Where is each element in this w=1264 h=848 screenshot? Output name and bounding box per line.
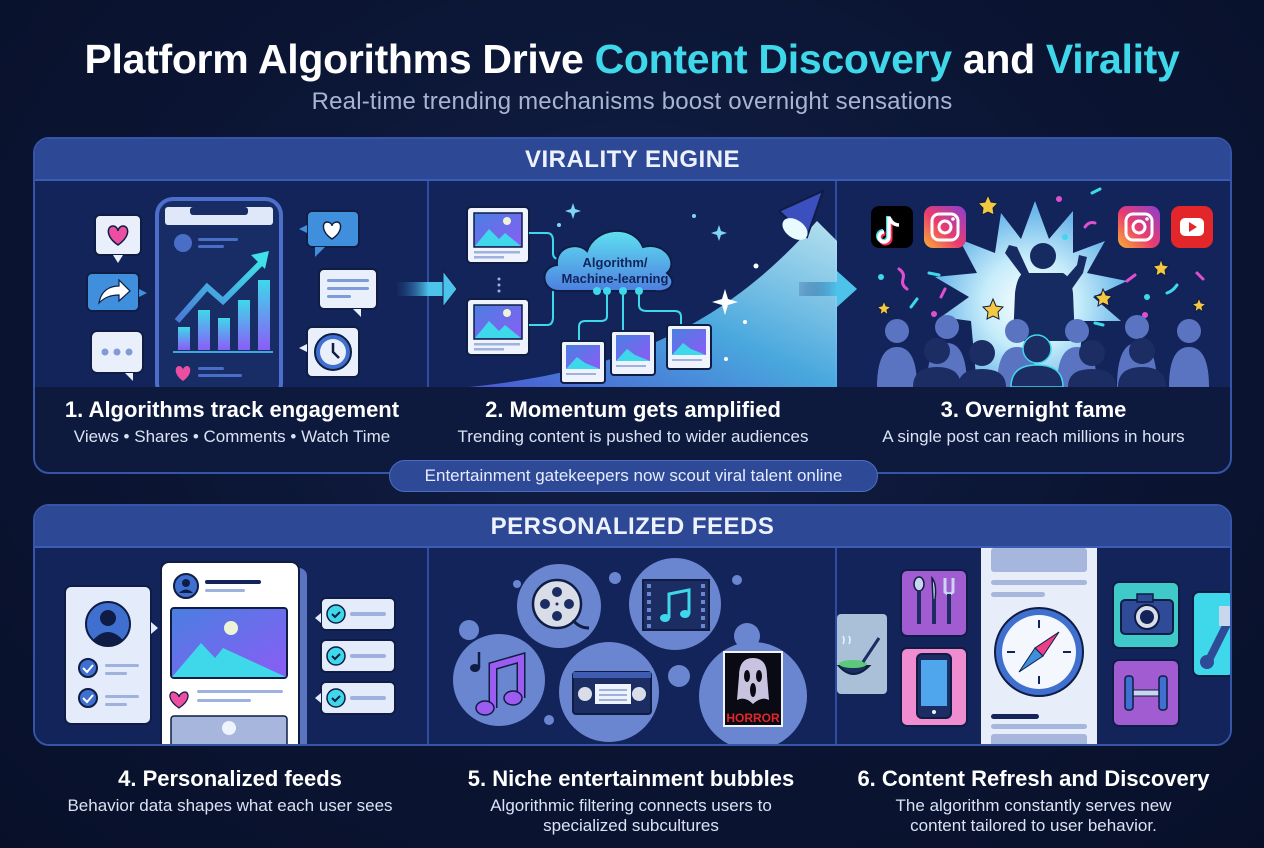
step-desc: content tailored to user behavior. — [910, 816, 1157, 835]
star-icon — [875, 193, 1208, 320]
step-4-label: 4. Personalized feeds Behavior data shap… — [33, 766, 427, 836]
cloud-label: Machine-learning — [562, 271, 669, 286]
step-desc: A single post can reach millions in hour… — [882, 427, 1185, 446]
step-6-label: 6. Content Refresh and Discovery The alg… — [835, 766, 1232, 836]
title-part: Platform Algorithms Drive — [84, 36, 595, 82]
clock-bubble-icon — [299, 326, 360, 378]
momentum-illustration: Algorithm/ Machine-learning — [429, 189, 837, 387]
instagram-icon — [1118, 206, 1160, 248]
page-title: Platform Algorithms Drive Content Discov… — [0, 36, 1264, 83]
personalized-feeds-section: PERSONALIZED FEEDS — [33, 504, 1232, 746]
title-highlight: Virality — [1045, 36, 1180, 82]
cloud-label: Algorithm/ — [583, 255, 648, 270]
step-title: 2. Momentum gets amplified — [485, 397, 781, 422]
feeds-illustration — [64, 561, 396, 744]
step-desc: Views • Shares • Comments • Watch Time — [73, 427, 391, 446]
flow-arrow-icon — [429, 269, 458, 309]
image-card-icon — [560, 340, 606, 384]
panel-track-engagement — [35, 181, 429, 401]
comment-bubble-icon — [318, 268, 378, 317]
check-item-icon — [320, 639, 396, 673]
image-card-icon — [610, 330, 656, 376]
step-desc: Trending content is pushed to wider audi… — [457, 427, 809, 446]
vhs-tape-icon — [559, 642, 659, 742]
share-bubble-icon — [86, 272, 147, 312]
spotlight-icon — [777, 189, 825, 240]
small-bubbles — [459, 572, 760, 725]
like-bubble-icon — [299, 210, 360, 257]
panel-momentum: Algorithm/ Machine-learning — [429, 181, 837, 387]
fame-illustration — [837, 187, 1213, 388]
page-subtitle: Real-time trending mechanisms boost over… — [311, 88, 953, 115]
celebrating-person-icon — [1005, 243, 1087, 341]
flow-arrow-icon — [837, 271, 857, 307]
bubbles-illustration: HORROR — [453, 558, 807, 744]
tiktok-icon — [871, 206, 913, 248]
confetti — [897, 187, 1205, 327]
music-video-icon — [629, 558, 721, 650]
gatekeepers-callout: Entertainment gatekeepers now scout vira… — [389, 460, 878, 492]
flow-arrow-icon — [397, 282, 429, 296]
step-title: 6. Content Refresh and Discovery — [857, 766, 1210, 791]
tool-icon — [1192, 591, 1230, 677]
step-desc: Behavior data shapes what each user sees — [67, 796, 393, 815]
step-5-label: 5. Niche entertainment bubbles Algorithm… — [427, 766, 835, 836]
horror-label: HORROR — [726, 711, 780, 725]
sparkle-icon — [557, 203, 727, 241]
step-2-label: 2. Momentum gets amplified Trending cont… — [429, 397, 837, 447]
horror-poster-icon — [699, 642, 807, 744]
step-desc: The algorithm constantly serves new — [895, 796, 1172, 815]
virality-engine-section: VIRALITY ENGINE — [33, 137, 1232, 474]
title-part: and — [951, 36, 1046, 82]
youtube-icon — [1171, 206, 1213, 248]
compass-icon — [994, 607, 1084, 697]
step-title: 3. Overnight fame — [940, 397, 1127, 422]
section-heading: PERSONALIZED FEEDS — [35, 506, 1230, 548]
heart-bubble-icon — [94, 214, 142, 263]
camera-icon — [1112, 581, 1180, 649]
step-desc: specialized subcultures — [543, 816, 719, 835]
step-3-label: 3. Overnight fame A single post can reac… — [837, 397, 1230, 447]
instagram-icon — [924, 206, 966, 248]
check-item-icon — [315, 597, 396, 631]
sparkle-icon — [712, 289, 738, 315]
refresh-illustration — [836, 548, 1230, 744]
cloud-icon — [543, 230, 674, 295]
check-item-icon — [315, 681, 396, 715]
panel-overnight-fame — [837, 181, 1230, 388]
step-title: 4. Personalized feeds — [118, 766, 342, 791]
smartphone-icon — [900, 647, 968, 727]
image-card-icon — [466, 206, 530, 264]
music-note-icon — [453, 634, 545, 726]
film-reel-icon — [517, 564, 601, 648]
step-desc: Algorithmic filtering connects users to — [490, 796, 772, 815]
image-card-icon — [666, 324, 712, 370]
crowd-front-icon — [913, 334, 1166, 388]
dumbbell-icon — [1112, 659, 1180, 727]
step-1-label: 1. Algorithms track engagement Views • S… — [35, 397, 429, 447]
utensils-icon — [900, 569, 968, 637]
step-title: 5. Niche entertainment bubbles — [467, 766, 795, 791]
section-heading: VIRALITY ENGINE — [35, 139, 1230, 181]
panel-niche-bubbles: HORROR — [429, 548, 837, 744]
image-card-icon — [466, 298, 530, 356]
title-highlight: Content Discovery — [594, 36, 952, 82]
panel-content-refresh — [836, 548, 1230, 744]
phone-chart-icon — [155, 197, 283, 401]
typing-bubble-icon — [90, 330, 144, 381]
panel-personalized-feeds — [35, 548, 429, 744]
step-labels: 1. Algorithms track engagement Views • S… — [35, 387, 1230, 447]
feed-card-icon — [160, 561, 307, 744]
user-profile-icon — [64, 585, 158, 725]
step-title: 1. Algorithms track engagement — [64, 397, 400, 422]
spotlight-beam — [469, 221, 837, 387]
engagement-illustration — [86, 197, 429, 401]
food-bowl-icon — [836, 614, 887, 694]
step-labels-2: 4. Personalized feeds Behavior data shap… — [33, 756, 1232, 836]
